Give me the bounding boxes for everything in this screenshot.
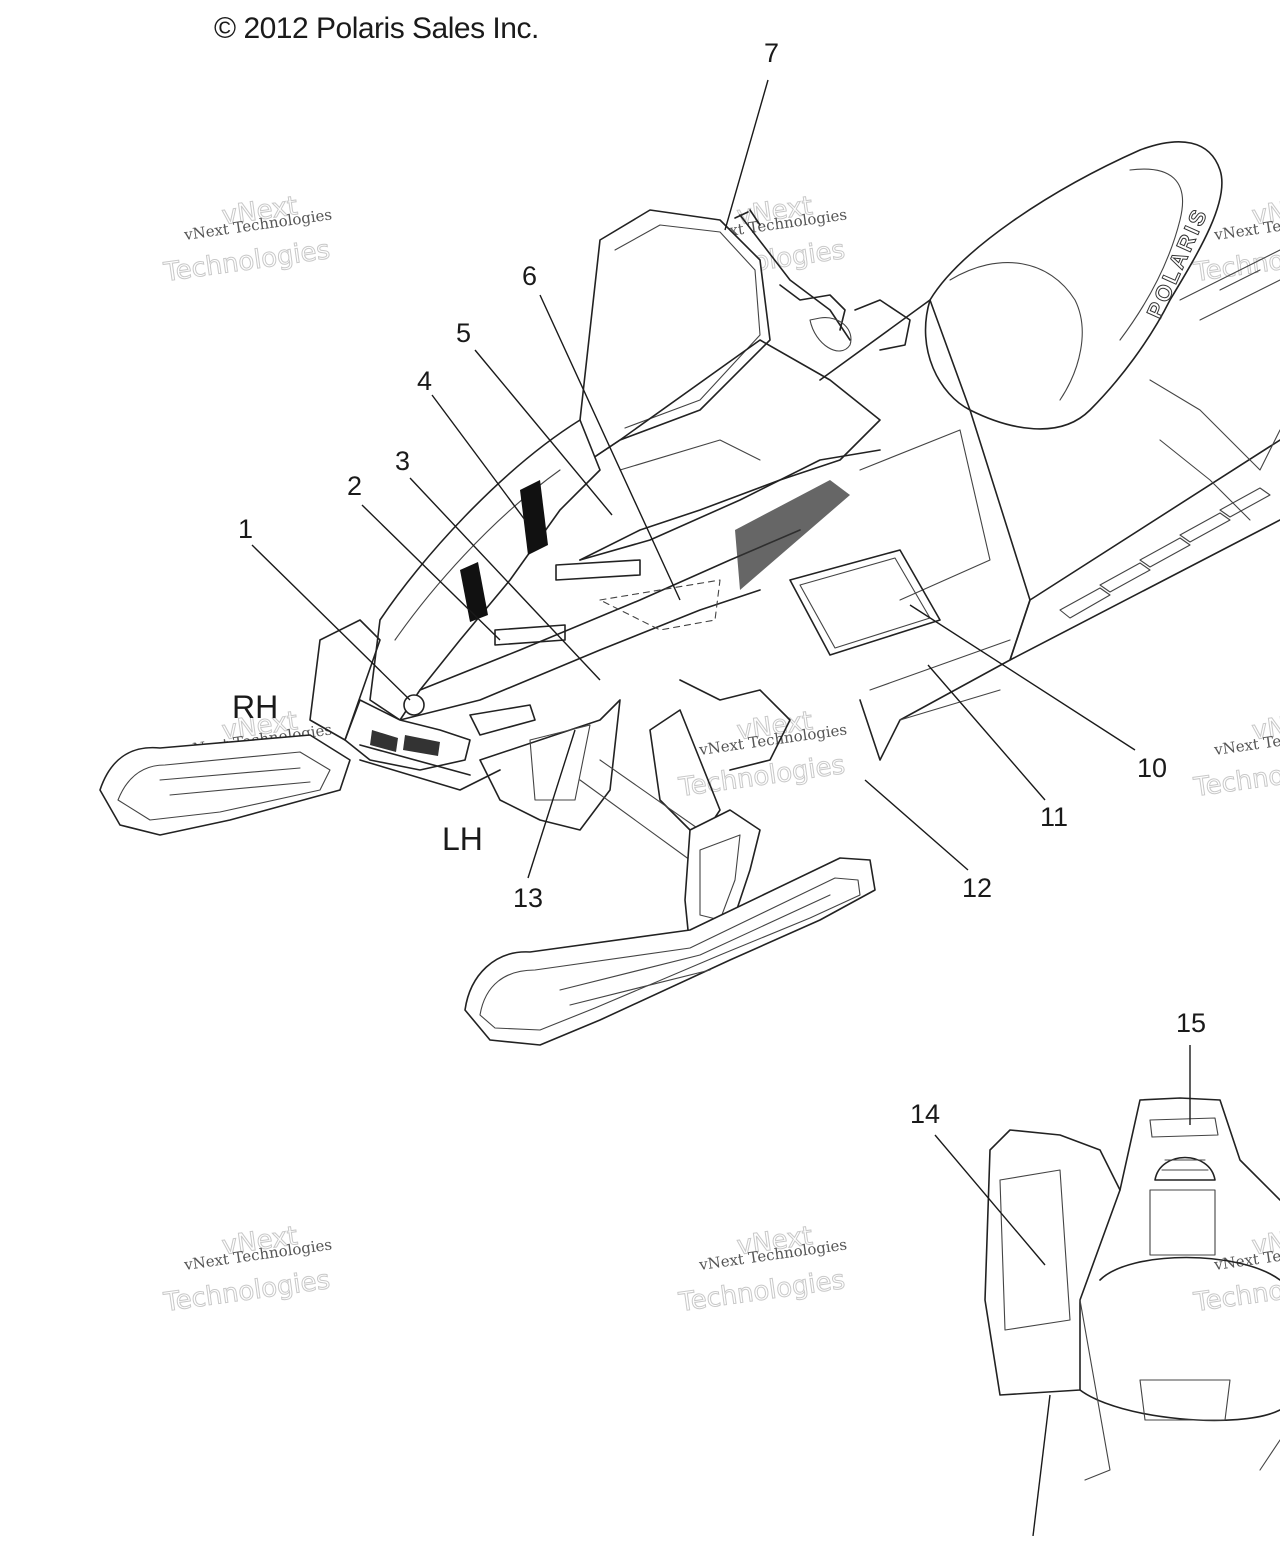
copyright-notice: © 2012 Polaris Sales Inc.: [214, 12, 539, 45]
lh-side-label: LH: [442, 821, 483, 857]
watermark-text: Technologies: [1191, 750, 1280, 803]
watermark-9: vNext vNext Technologies Technologies: [1191, 1221, 1280, 1319]
callout-2: 2: [347, 471, 362, 501]
callout-12: 12: [962, 873, 992, 903]
callout-3: 3: [395, 446, 410, 476]
callout-15: 15: [1176, 1008, 1206, 1038]
callout-13: 13: [513, 883, 543, 913]
watermark-text: Technologies: [1191, 235, 1280, 288]
rear-view-inset: [984, 1097, 1280, 1481]
callout-10: 10: [1137, 753, 1167, 783]
callout-11: 11: [1040, 802, 1068, 832]
callout-14: 14: [910, 1099, 940, 1129]
watermark-8: vNext vNext Technologies Technologies: [676, 1221, 848, 1319]
side-mesh-vent: [735, 480, 850, 590]
snowmobile-illustration: POLARIS: [99, 141, 1280, 1046]
callout-1: 1: [238, 514, 253, 544]
hood-vent-black-1: [520, 480, 548, 555]
watermark-1: vNext vNext Technologies Technologies: [161, 191, 333, 289]
leader-lines: [251, 79, 1191, 1537]
callout-4: 4: [417, 366, 432, 396]
rh-side-label: RH: [232, 689, 278, 725]
hood-vent-black-2: [460, 562, 488, 622]
watermark-7: vNext vNext Technologies Technologies: [161, 1221, 333, 1319]
watermark-6: vNext vNext Technologies Technologies: [1191, 706, 1280, 804]
callout-7: 7: [764, 38, 779, 68]
callout-6: 6: [522, 261, 537, 291]
callout-5: 5: [456, 318, 471, 348]
